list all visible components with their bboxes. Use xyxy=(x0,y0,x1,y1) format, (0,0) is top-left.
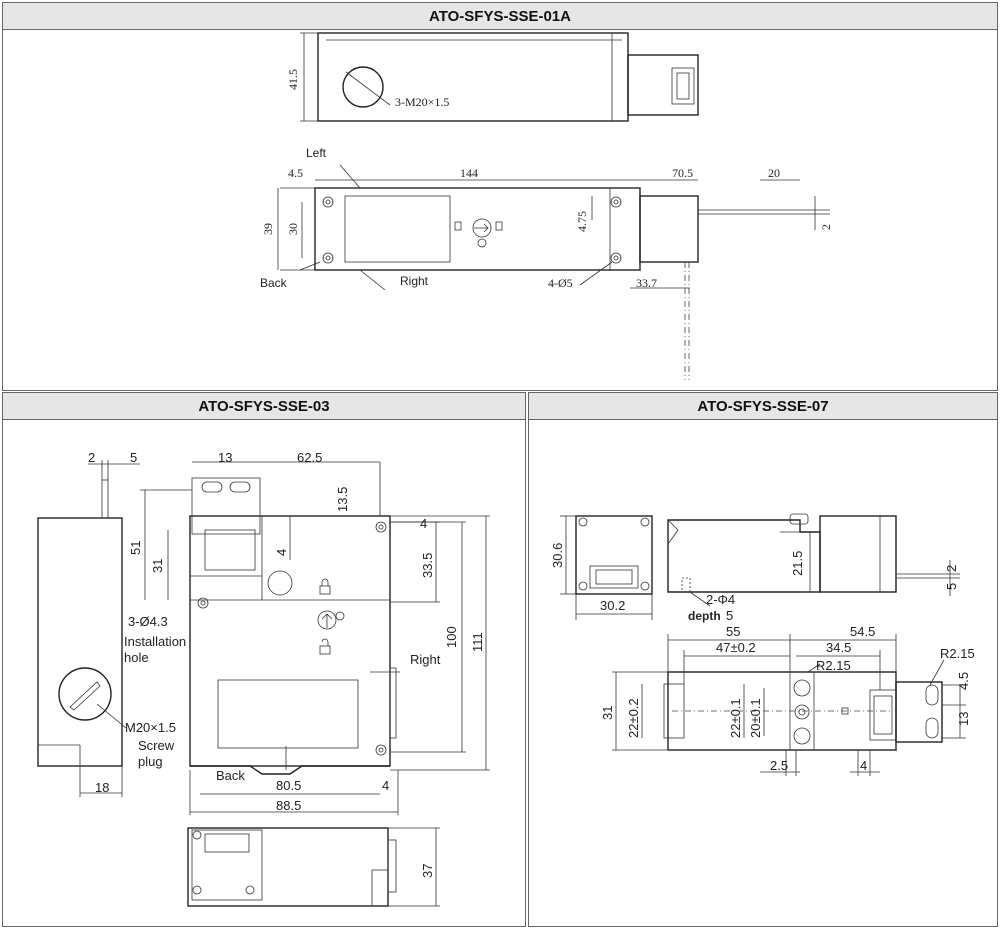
dim-4-5: 4.5 xyxy=(956,672,971,690)
holes-label: 4-Ø5 xyxy=(548,276,573,290)
dim-80-5: 80.5 xyxy=(276,778,301,793)
dim-20: 20 xyxy=(768,166,780,180)
dim-18: 18 xyxy=(95,780,109,795)
dim-55: 55 xyxy=(726,624,740,639)
dim-41-5: 41.5 xyxy=(286,69,300,90)
panel-sse-01a: ATO-SFYS-SSE-01A xyxy=(2,2,998,391)
dim-4-75: 4.75 xyxy=(575,211,589,232)
dim-4-top: 4 xyxy=(420,516,427,531)
plug-label-1: Screw xyxy=(138,738,175,753)
dim-144: 144 xyxy=(460,166,478,180)
install-label-1: Installation xyxy=(124,634,186,649)
sse-07-top-view: 55 54.5 47±0.2 34.5 R2.15 R2.15 4.5 13 3… xyxy=(600,624,975,776)
dim-2: 2 xyxy=(819,224,833,230)
dim-22-a: 22±0.2 xyxy=(626,698,641,738)
label-back: Back xyxy=(216,768,245,783)
thread-label: M20×1.5 xyxy=(125,720,176,735)
panel-title: ATO-SFYS-SSE-07 xyxy=(529,393,997,420)
dim-13-5: 13.5 xyxy=(335,487,350,512)
dim-37: 37 xyxy=(420,864,435,878)
thread-port-icon xyxy=(342,66,384,108)
label-right: Right xyxy=(400,274,429,288)
dim-51: 51 xyxy=(128,541,143,555)
dim-21-5: 21.5 xyxy=(790,551,805,576)
depth-label: depth xyxy=(688,609,721,623)
sse-03-bottom-view: 37 xyxy=(187,827,440,907)
dim-5: 5 xyxy=(944,583,959,590)
sse-01a-front-view: 41.5 3-M20×1.5 xyxy=(286,32,699,122)
holes-label: 3-Ø4.3 xyxy=(128,614,168,629)
panel-title: ATO-SFYS-SSE-01A xyxy=(3,3,997,30)
direction-arrow-icon xyxy=(317,610,345,630)
dim-70-5: 70.5 xyxy=(672,166,693,180)
sse-07-side-view: 21.5 2 5 2-Φ4 depth 5 xyxy=(667,513,960,623)
dim-34-5: 34.5 xyxy=(826,640,851,655)
dim-2: 2 xyxy=(88,450,95,465)
dim-4: 4 xyxy=(860,758,867,773)
depth-value: 5 xyxy=(726,608,733,623)
dim-2-5: 2.5 xyxy=(770,758,788,773)
screw-plug-icon xyxy=(58,667,112,721)
dim-111: 111 xyxy=(470,632,485,652)
lock-open-icon xyxy=(319,638,331,655)
holes-label: 2-Φ4 xyxy=(706,592,735,607)
dim-4-5: 4.5 xyxy=(288,166,303,180)
dim-4-left: 4 xyxy=(274,549,289,556)
lock-closed-icon xyxy=(319,578,331,595)
dim-30-6: 30.6 xyxy=(550,543,565,568)
lock-symbol-icon xyxy=(454,218,503,248)
dim-39: 39 xyxy=(261,223,275,235)
dim-30: 30 xyxy=(286,223,300,235)
install-label-2: hole xyxy=(124,650,149,665)
thread-label: 3-M20×1.5 xyxy=(395,95,449,109)
dim-22-b: 22±0.1 xyxy=(728,698,743,738)
sse-07-end-view: 30.6 30.2 xyxy=(550,515,653,620)
dim-4-bottom: 4 xyxy=(382,778,389,793)
dim-30-2: 30.2 xyxy=(600,598,625,613)
dim-100: 100 xyxy=(444,626,459,648)
dim-5: 5 xyxy=(130,450,137,465)
dim-47: 47±0.2 xyxy=(716,640,756,655)
panel-sse-07: ATO-SFYS-SSE-07 xyxy=(528,392,998,927)
radius-b: R2.15 xyxy=(940,646,975,661)
label-left: Left xyxy=(306,146,327,160)
dim-13: 13 xyxy=(218,450,232,465)
sse-03-side-view: 2 5 18 M20×1.5 Screw plug xyxy=(37,450,176,797)
label-right: Right xyxy=(410,652,441,667)
dim-13: 13 xyxy=(956,712,971,726)
sse-01a-drawing: 41.5 3-M20×1.5 xyxy=(260,32,833,380)
sse-01a-top-view: Left 4.5 144 70.5 20 39 30 4.75 2 Back R… xyxy=(260,146,833,380)
dim-33-5: 33.5 xyxy=(420,553,435,578)
dim-20: 20±0.1 xyxy=(748,698,763,738)
panel-title: ATO-SFYS-SSE-03 xyxy=(3,393,525,420)
plug-label-2: plug xyxy=(138,754,163,769)
dim-62-5: 62.5 xyxy=(297,450,322,465)
panel-sse-03: ATO-SFYS-SSE-03 xyxy=(2,392,526,927)
dim-88-5: 88.5 xyxy=(276,798,301,813)
dim-31: 31 xyxy=(150,559,165,573)
label-back: Back xyxy=(260,276,288,290)
dim-33-7: 33.7 xyxy=(636,276,657,290)
dim-31: 31 xyxy=(600,706,615,720)
dim-54-5: 54.5 xyxy=(850,624,875,639)
sse-03-front-view: 13 62.5 13.5 51 31 4 4 33.5 100 111 3-Ø4… xyxy=(124,450,490,815)
radius-a: R2.15 xyxy=(816,658,851,673)
dim-2: 2 xyxy=(944,565,959,572)
